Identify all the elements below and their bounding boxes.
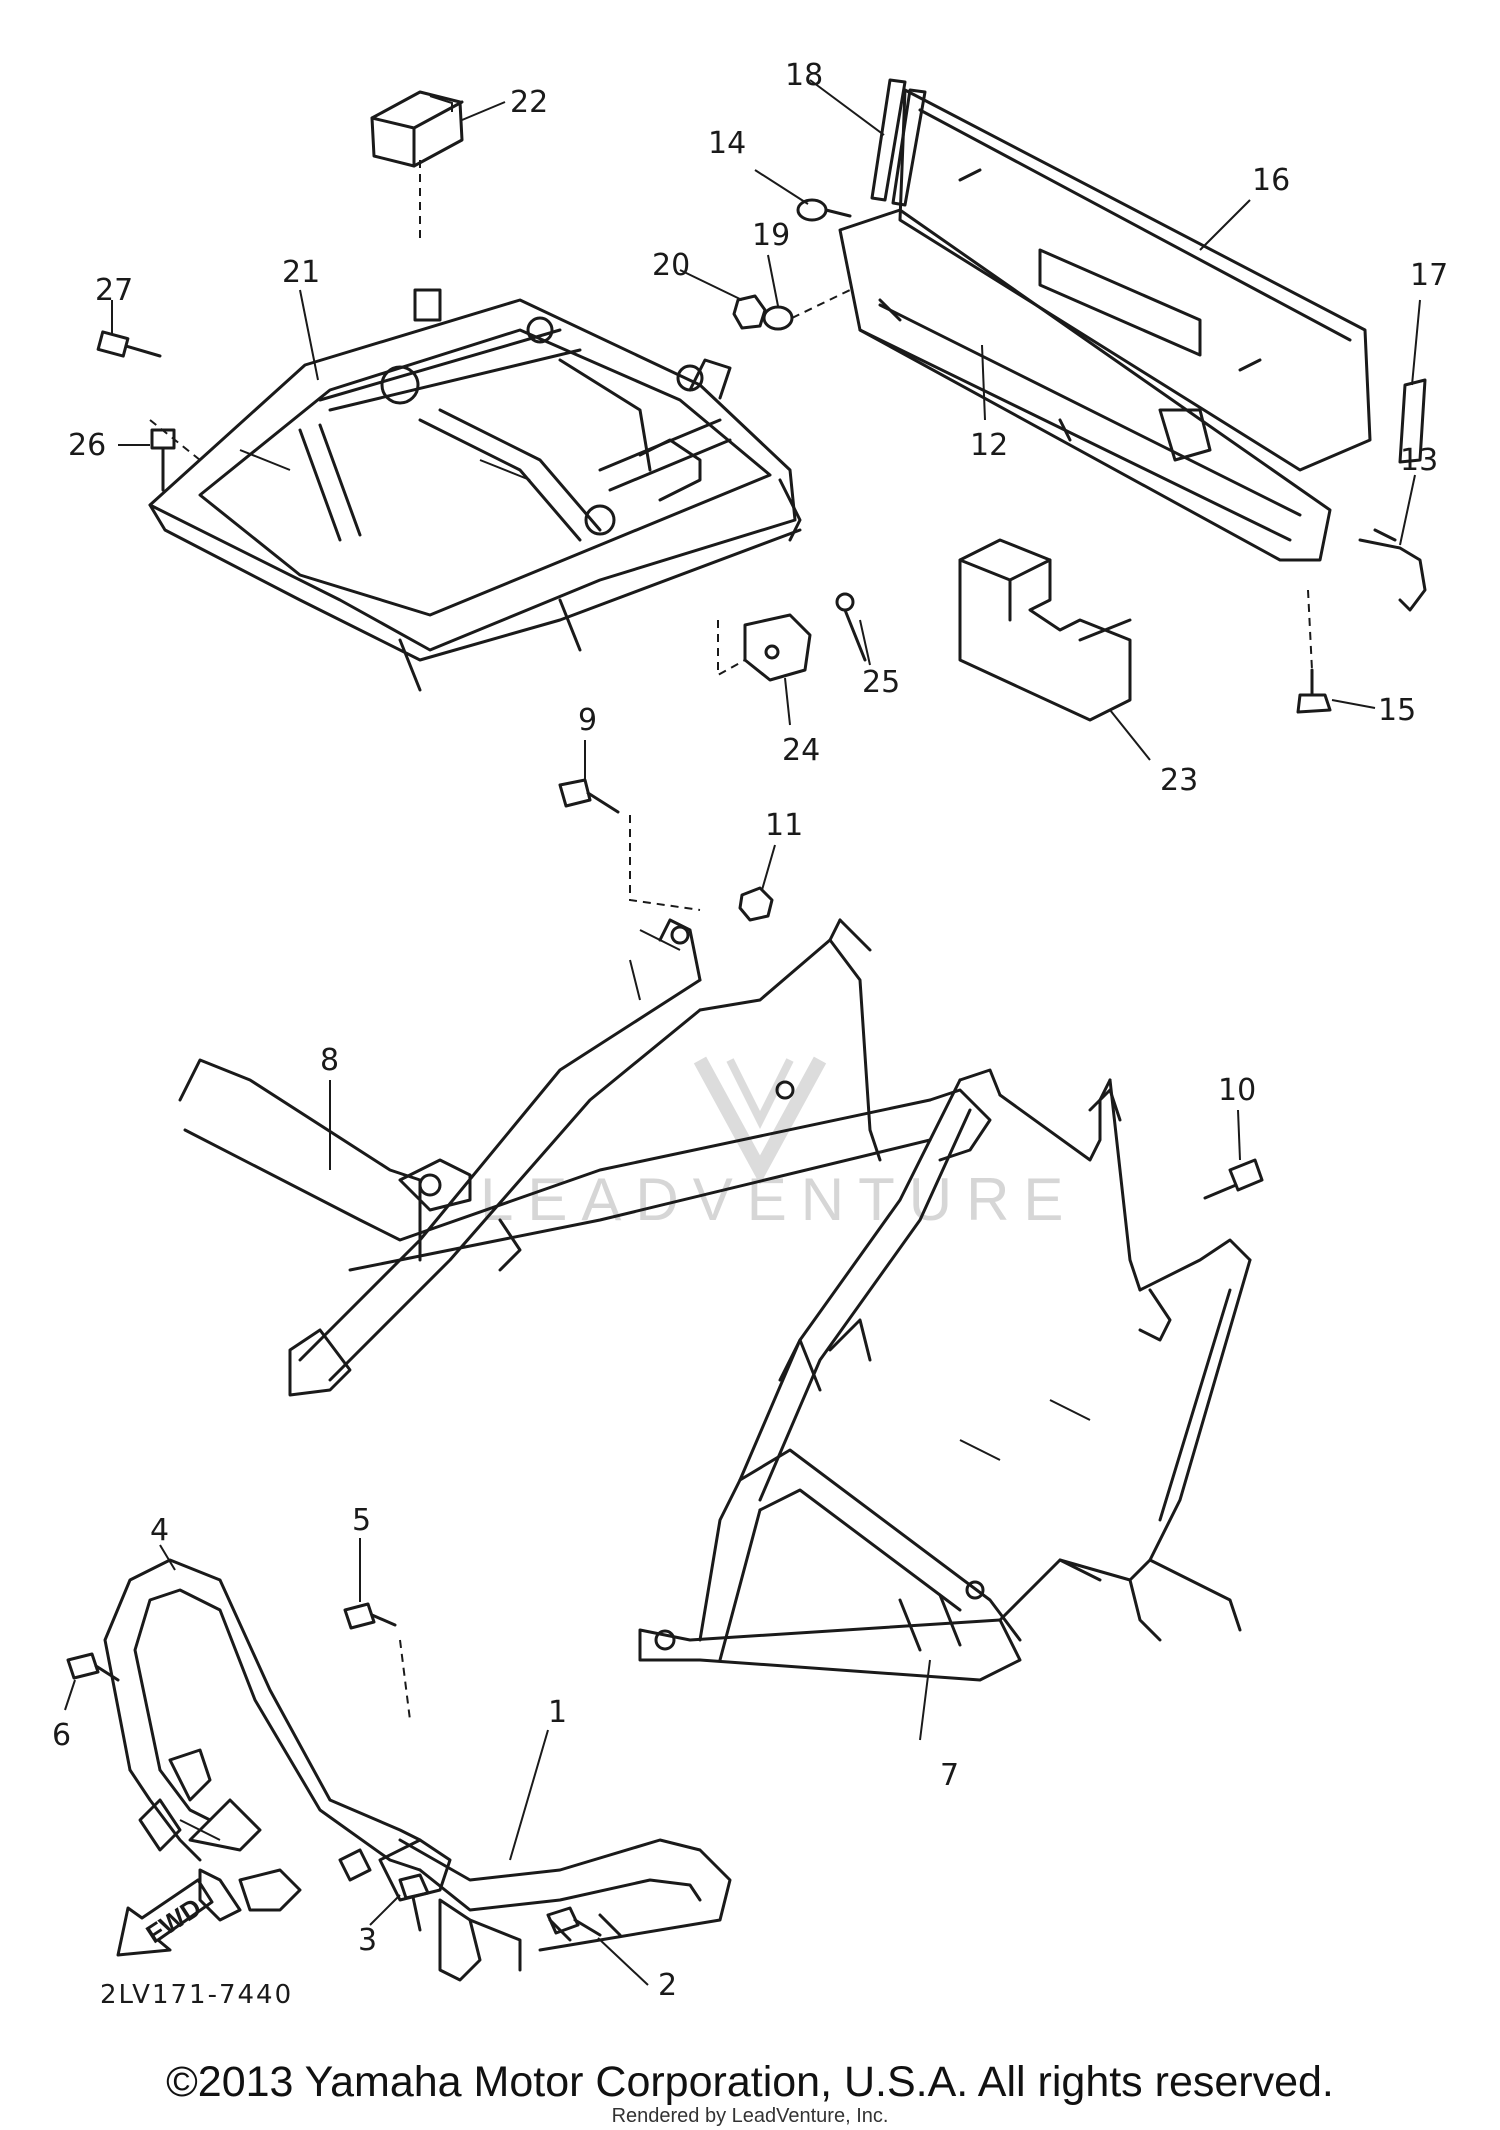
callout-26: 26 [68,428,106,463]
part-26-bolt [150,428,176,492]
callout-13: 13 [1400,443,1438,478]
callout-22: 22 [510,85,548,120]
callout-6: 6 [52,1718,71,1753]
part-10-bolt [1203,1158,1264,1200]
part-17-plate [1398,378,1427,464]
part-19-washer [762,305,794,331]
callout-15: 15 [1378,693,1416,728]
part-27-bolt [96,330,162,358]
part-3-bolt [398,1873,430,1932]
callout-25: 25 [862,665,900,700]
part-5-bolt [343,1602,397,1630]
part-24-clip [743,613,812,682]
rendered-by-notice: Rendered by LeadVenture, Inc. [611,2105,889,2127]
callout-5: 5 [352,1503,371,1538]
callout-labels: 1 2 3 4 5 6 7 8 9 10 11 12 13 14 15 16 1… [52,58,1448,2000]
copyright-notice: ©2013 Yamaha Motor Corporation, U.S.A. A… [166,2058,1334,2106]
part-7-guard-frame [638,1068,1252,1682]
callout-11: 11 [765,808,803,843]
callout-24: 24 [782,733,820,768]
part-2-bolt [546,1906,602,1937]
callout-9: 9 [578,703,597,738]
part-20-nut [732,294,767,330]
part-16-backrest [898,88,1372,472]
leader-lines [64,79,1421,1986]
callout-7: 7 [940,1758,959,1793]
part-21-seat-frame [148,288,802,692]
callout-3: 3 [358,1923,377,1958]
callout-8: 8 [320,1043,339,1078]
callout-14: 14 [708,126,746,161]
callout-17: 17 [1410,258,1448,293]
fwd-direction-arrow: FWD [116,1878,214,1957]
exploded-parts-diagram: LEADVENTURE [52,58,1448,2000]
part-22-cap [370,90,464,168]
part-18-strip [870,78,927,207]
part-12-rail [838,208,1332,562]
callout-4: 4 [150,1513,169,1548]
fwd-label: FWD [141,1892,207,1949]
callout-18: 18 [785,58,823,93]
callout-21: 21 [282,255,320,290]
part-1-lower-bar [338,1838,732,1982]
part-6-bolt [66,1652,120,1682]
part-8-guard-frame [178,918,992,1397]
part-4-bumper-bar [103,1558,422,1922]
callout-2: 2 [658,1968,677,2000]
callout-1: 1 [548,1695,567,1730]
part-9-bolt [558,778,620,814]
callout-12: 12 [970,428,1008,463]
callout-19: 19 [752,218,790,253]
callout-27: 27 [95,273,133,308]
part-14-fastener [796,198,852,222]
part-11-nut [738,886,774,922]
callout-10: 10 [1218,1073,1256,1108]
part-13-hook [1358,528,1427,612]
part-15-screw [1296,668,1332,714]
part-23-pad [958,538,1132,722]
callout-20: 20 [652,248,690,283]
diagram-code: 2LV171-7440 [100,1980,294,2010]
part-25-pin [835,592,867,662]
callout-23: 23 [1160,763,1198,798]
callout-16: 16 [1252,163,1290,198]
